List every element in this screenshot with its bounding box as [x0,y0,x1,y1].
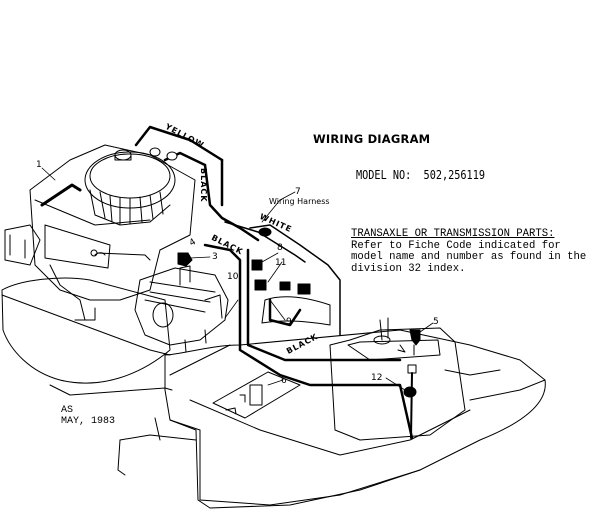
wire-white [224,221,341,336]
transaxle-note: TRANSAXLE OR TRANSMISSION PARTS:Refer to… [351,228,587,275]
model-value: 502,256119 [423,168,485,182]
engine [4,144,196,321]
stamp-line-1: AS [61,405,74,416]
callout-10: 10 [227,272,239,282]
callout-5: 5 [433,317,439,327]
diagram-title: WIRING DIAGRAM [313,132,431,146]
note-line-1: Refer to Fiche Code indicated for [351,239,561,252]
mower-deck [1,277,546,509]
note-heading: TRANSAXLE OR TRANSMISSION PARTS: [351,228,555,240]
callout-6: 6 [281,376,287,386]
leader-lines [41,167,434,391]
model-number: MODEL NO: 502,256119 [356,168,485,182]
wire-label-black-vertical: BLACK [199,168,208,203]
stamp-line-2: MAY, 1983 [61,416,116,427]
callout-3: 3 [212,252,218,262]
callout-12: 12 [371,373,383,383]
callout-11: 11 [275,258,287,268]
control-console [329,317,546,441]
note-line-3: division 32 index. [351,262,466,275]
callout-9: 9 [286,317,292,327]
wire-black-main [203,158,260,242]
ignition-switch-assembly [403,329,421,439]
callout-7: 7 [295,187,301,197]
model-label: MODEL NO: [356,168,412,182]
bolt-part-3 [177,252,193,267]
harness-text: Wiring Harness [269,197,330,206]
connectors [251,227,331,326]
callout-1: 1 [36,160,42,170]
note-line-2: model name and number as found in the [351,251,587,263]
transaxle [134,265,229,353]
callout-8: 8 [277,243,283,253]
wire-yellow [134,125,224,167]
seat-switch-plate [212,371,301,419]
wire-black-loop [203,243,414,440]
